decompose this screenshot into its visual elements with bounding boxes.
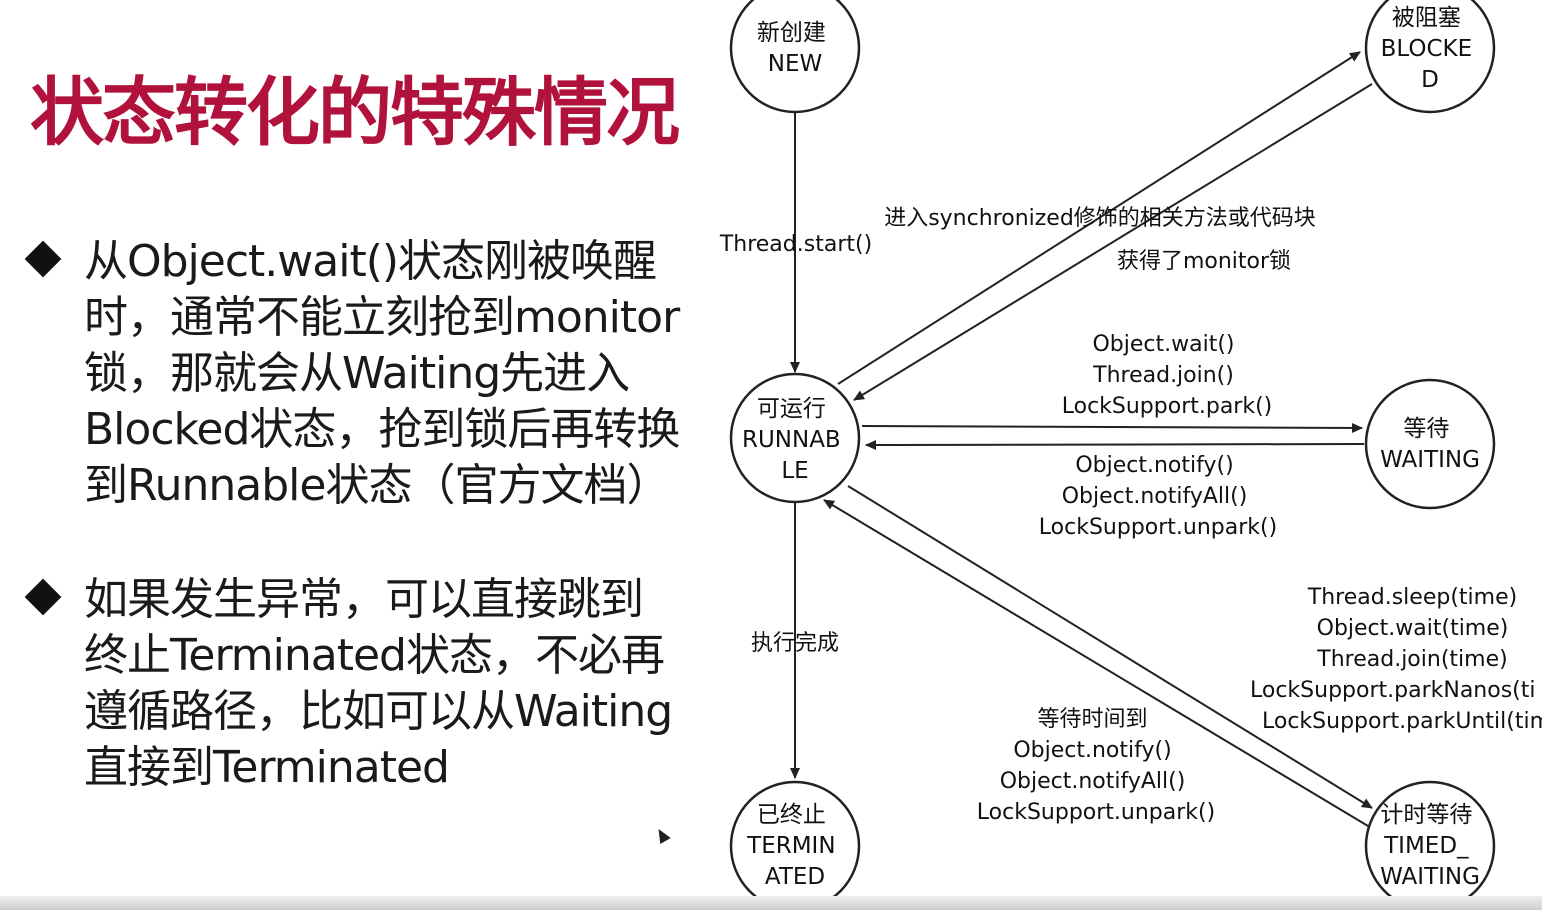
edge-runnable-waiting (861, 422, 1363, 433)
edge-label-start: Thread.start() (719, 232, 872, 257)
state-runnable-circle (729, 372, 861, 504)
edge-timed-runnable (823, 499, 1369, 827)
edge-blocked-runnable (853, 83, 1373, 401)
edge-label-finished: 执行完成 (751, 631, 839, 656)
state-new-label: 新创建 NEW (757, 20, 833, 77)
edge-label-from-blocked: 获得了monitor锁 (1117, 249, 1291, 274)
bullet-item: 如果发生异常，可以直接跳到终止Terminated状态，不必再遵循路径，比如可以… (22, 572, 682, 796)
edge-waiting-runnable (865, 439, 1365, 450)
state-runnable-label: 可运行 RUNNAB LE (742, 396, 848, 484)
bullet-text: 如果发生异常，可以直接跳到终止Terminated状态，不必再遵循路径，比如可以… (84, 574, 673, 793)
state-waiting-label: 等待 WAITING (1380, 416, 1480, 473)
slide-title: 状态转化的特殊情况 (30, 70, 680, 156)
edge-runnable-timed (847, 485, 1373, 809)
state-blocked-circle (1364, 0, 1496, 114)
state-timed-waiting-circle (1364, 780, 1496, 910)
state-terminated-label: 已终止 TERMIN ATED (746, 802, 843, 890)
edge-label-from-waiting: Object.notify() Object.notifyAll() LockS… (1039, 453, 1277, 540)
edge-runnable-blocked (837, 51, 1361, 385)
state-waiting-circle (1364, 378, 1496, 510)
state-terminated-circle (729, 780, 861, 910)
bullet-item: 从Object.wait()状态刚被唤醒时，通常不能立刻抢到monitor锁，那… (22, 234, 682, 514)
bullet-text: 从Object.wait()状态刚被唤醒时，通常不能立刻抢到monitor锁，那… (84, 236, 680, 511)
edge-label-to-timed: Thread.sleep(time) Object.wait(time) Thr… (1250, 585, 1542, 734)
state-blocked-label: 被阻塞 BLOCKE D (1381, 5, 1480, 93)
edge-label-from-timed: 等待时间到 Object.notify() Object.notifyAll()… (977, 707, 1215, 825)
state-timed-waiting-label: 计时等待 TIMED_ WAITING (1380, 802, 1480, 890)
state-new-circle (729, 0, 861, 114)
edge-label-to-waiting: Object.wait() Thread.join() LockSupport.… (1062, 332, 1273, 419)
edge-label-to-blocked: 进入synchronized修饰的相关方法或代码块 (884, 206, 1316, 231)
player-bottom-bar (0, 896, 1542, 910)
